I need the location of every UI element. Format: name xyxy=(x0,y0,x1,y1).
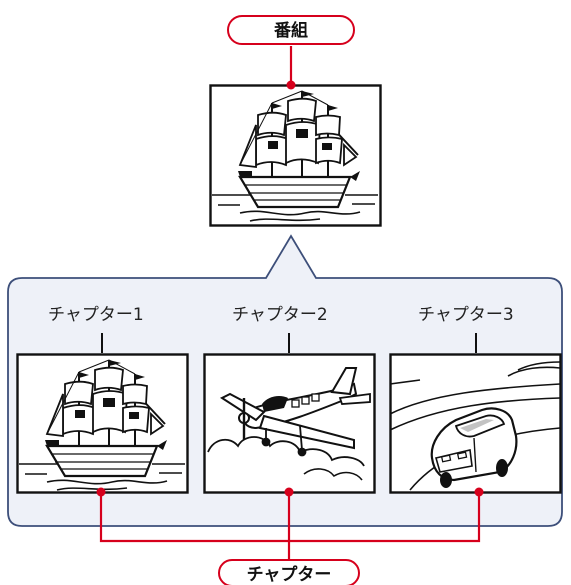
chapter-connector xyxy=(99,492,481,565)
chapter-pill-label: チャプター xyxy=(247,564,332,585)
chapter-3-frame xyxy=(388,353,562,494)
chapter-2-label: チャプター2 xyxy=(232,305,328,325)
program-frame xyxy=(209,84,382,227)
program-pill-label: 番組 xyxy=(273,20,308,41)
chapter-pill: チャプター xyxy=(218,559,360,585)
chapter-1-frame xyxy=(16,353,189,494)
program-connector xyxy=(286,46,296,90)
chapter-3-label: チャプター3 xyxy=(418,305,514,325)
chapter-connector-dots xyxy=(96,487,484,497)
program-pill: 番組 xyxy=(227,15,355,45)
chapter-1-label: チャプター1 xyxy=(48,305,144,325)
chapter-2-frame xyxy=(203,353,376,494)
